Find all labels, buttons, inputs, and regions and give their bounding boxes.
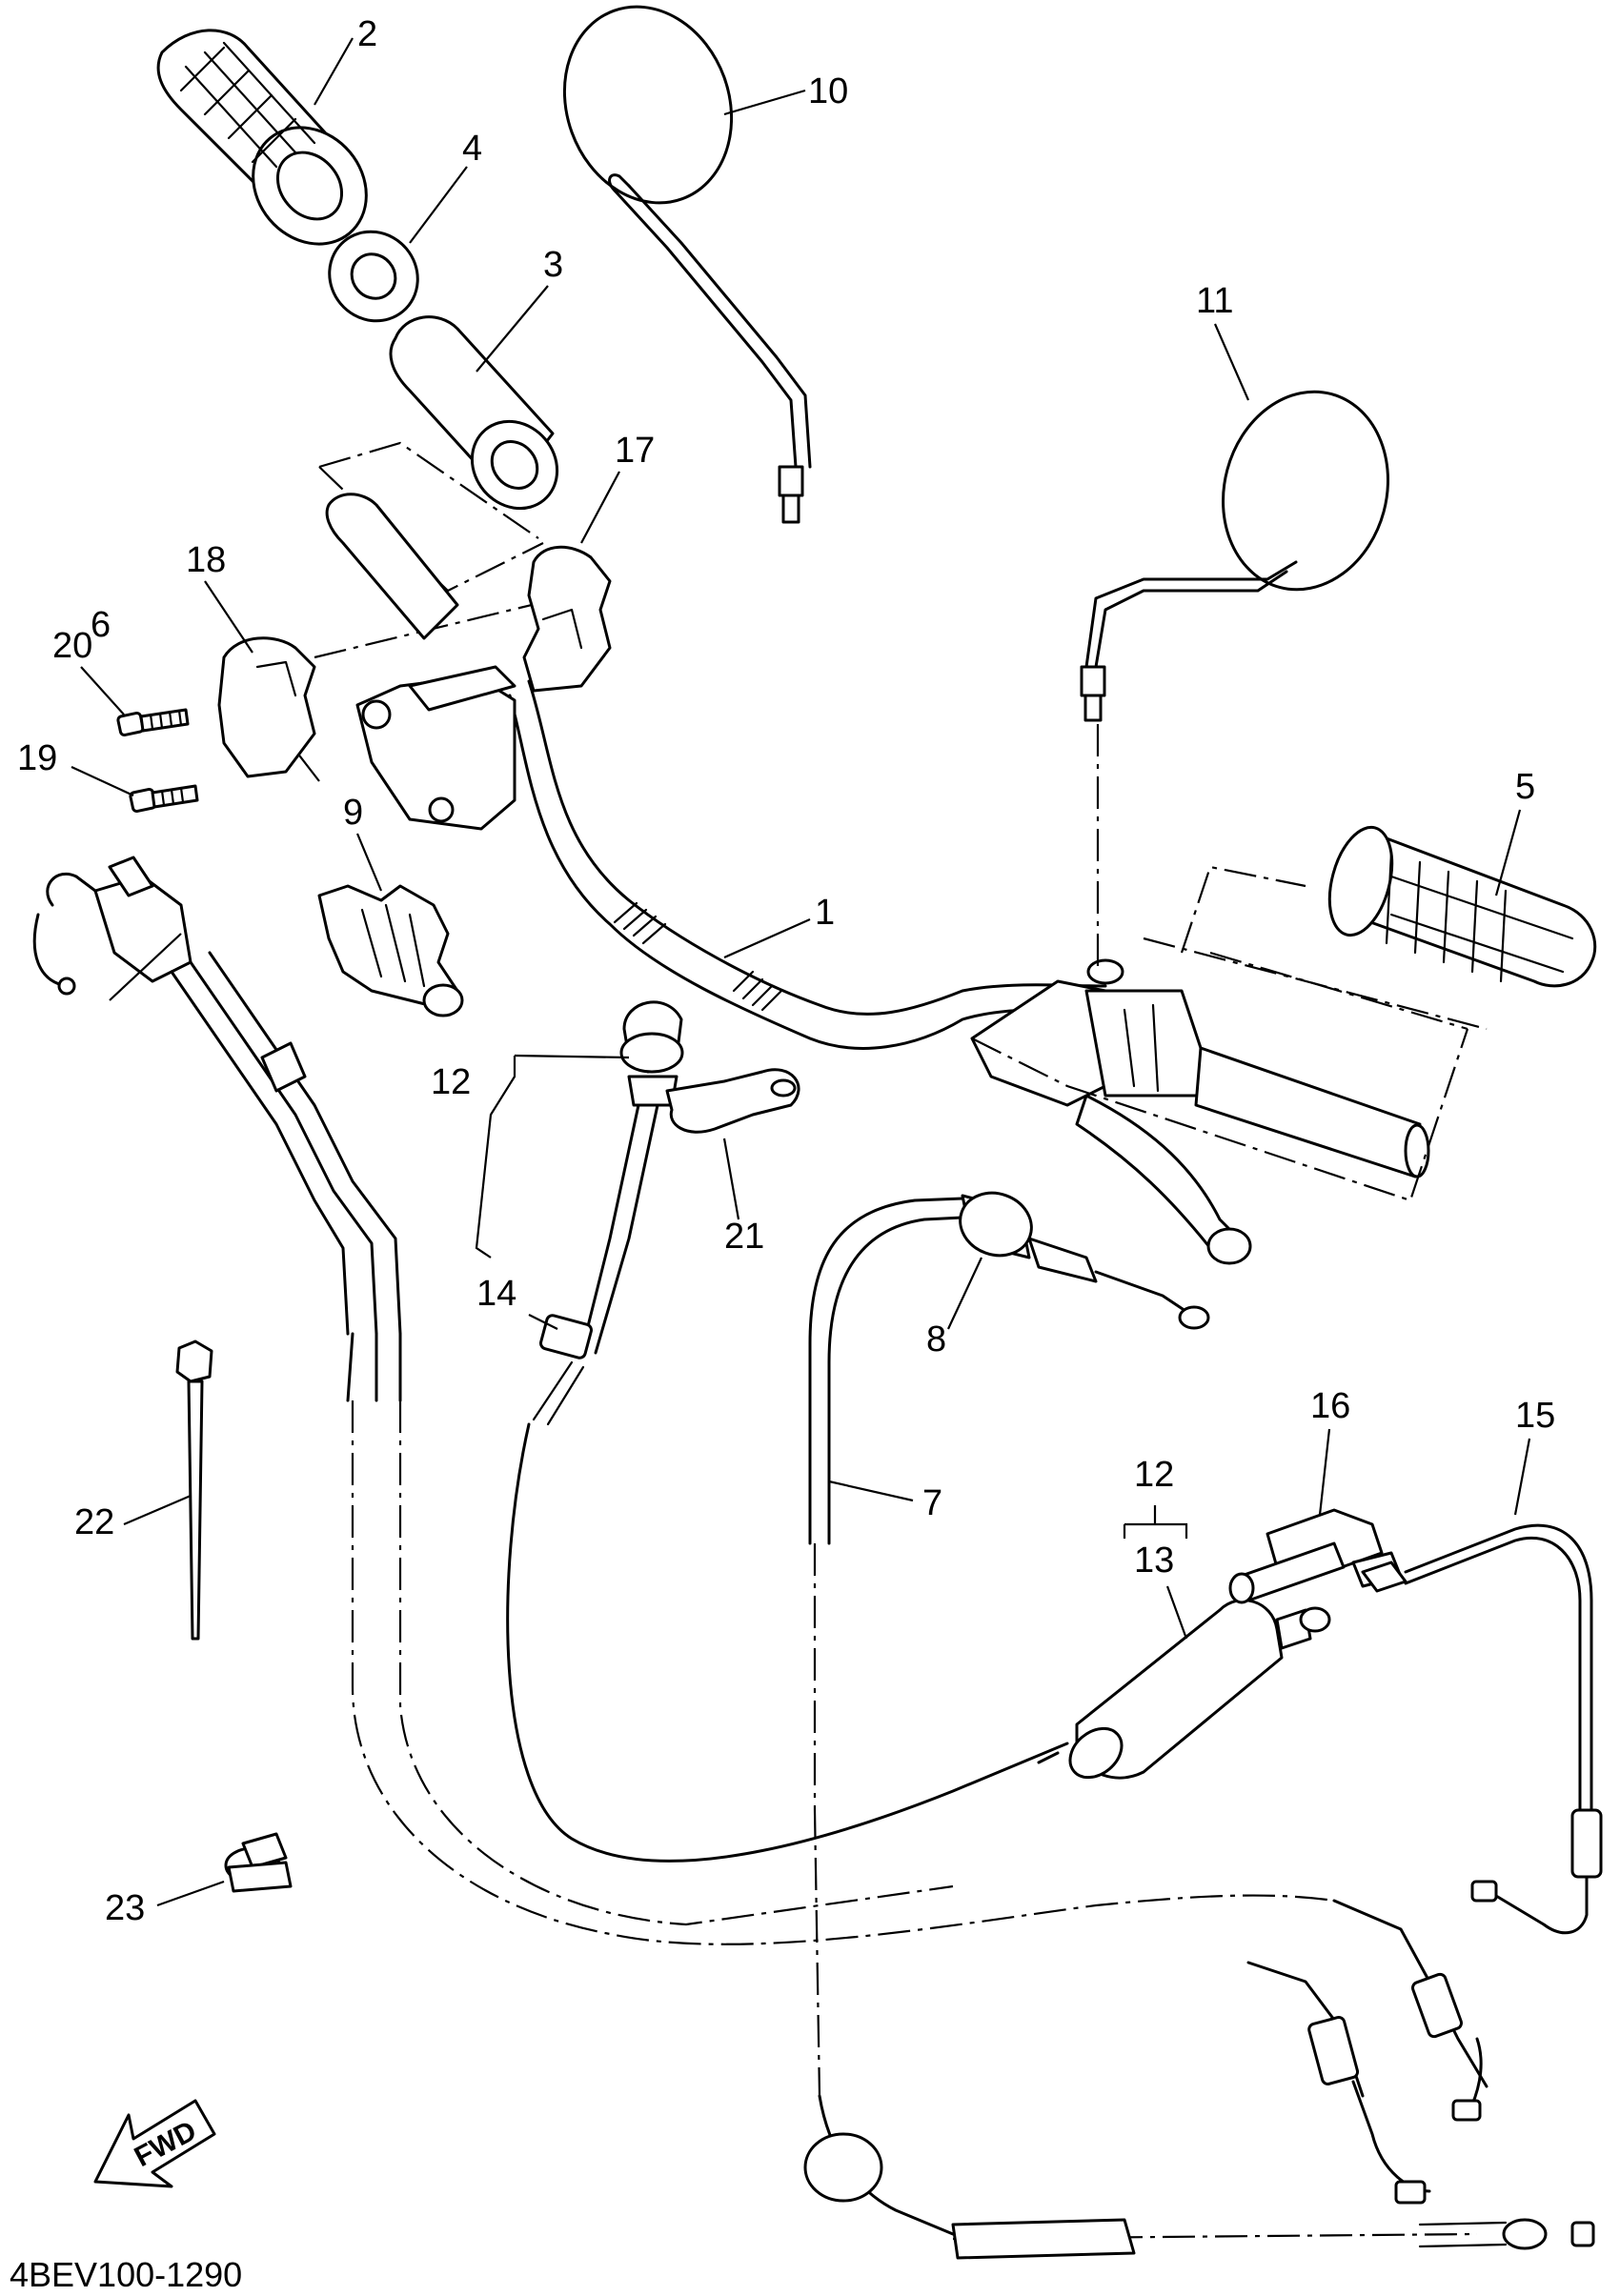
cable-tie bbox=[175, 1339, 213, 1641]
callout-19: 19 bbox=[17, 738, 57, 778]
throttle-cable-assembly bbox=[32, 856, 1488, 2205]
callout-1: 1 bbox=[815, 893, 835, 933]
mirror-left bbox=[562, 5, 812, 524]
throttle-housing-upper bbox=[522, 545, 612, 693]
grip-ring bbox=[328, 230, 419, 323]
callout-6: 6 bbox=[91, 605, 111, 645]
screw-lower bbox=[129, 784, 199, 814]
leader-1 bbox=[723, 917, 811, 959]
throttle-housing-lower bbox=[217, 636, 316, 778]
leader-23 bbox=[156, 1880, 225, 1907]
hose-clamp bbox=[224, 1832, 293, 1893]
leader-10 bbox=[723, 89, 806, 116]
leader-5 bbox=[1494, 809, 1522, 896]
callout-7: 7 bbox=[922, 1483, 942, 1523]
leader-15 bbox=[1513, 1438, 1531, 1516]
leader-19 bbox=[71, 766, 134, 796]
leader-18 bbox=[204, 580, 253, 654]
callout-9: 9 bbox=[343, 793, 363, 833]
leader-20 bbox=[80, 666, 125, 715]
leader-22 bbox=[123, 1494, 192, 1526]
right-grip bbox=[1180, 825, 1597, 1031]
leader-17 bbox=[580, 471, 620, 544]
callout-3: 3 bbox=[543, 245, 563, 285]
callout-13: 13 bbox=[1134, 1541, 1174, 1581]
leader-3 bbox=[476, 285, 549, 373]
callout-16: 16 bbox=[1310, 1386, 1350, 1426]
callout-12-left: 12 bbox=[431, 1062, 471, 1102]
callout-22: 22 bbox=[74, 1502, 114, 1542]
handlebar-left-end bbox=[325, 493, 459, 640]
clutch-cable-adjuster bbox=[959, 1191, 1210, 1330]
leader-14 bbox=[528, 1314, 558, 1330]
left-grip bbox=[156, 29, 368, 246]
callout-23: 23 bbox=[105, 1888, 145, 1928]
leader-11 bbox=[1213, 323, 1250, 401]
callout-11: 11 bbox=[1196, 281, 1233, 321]
callout-5: 5 bbox=[1515, 767, 1535, 807]
fwd-arrow-icon: FWD bbox=[93, 2099, 216, 2188]
choke-body bbox=[1037, 1599, 1331, 1780]
throttle-grip-tube bbox=[318, 315, 559, 593]
leader-16 bbox=[1318, 1428, 1331, 1516]
screw-upper bbox=[116, 708, 190, 737]
choke-cable-upper bbox=[506, 1000, 1069, 1863]
callout-2: 2 bbox=[357, 14, 377, 54]
leader-6 bbox=[109, 933, 182, 1001]
callout-20: 20 bbox=[52, 626, 92, 666]
leader-21 bbox=[722, 1138, 740, 1220]
callout-18: 18 bbox=[186, 540, 226, 580]
mirror-right bbox=[1080, 390, 1389, 972]
leader-12-left bbox=[514, 1054, 630, 1059]
cable-clip bbox=[665, 1068, 800, 1134]
callout-21: 21 bbox=[724, 1217, 764, 1257]
leader-13 bbox=[1165, 1585, 1188, 1640]
callout-8: 8 bbox=[926, 1319, 946, 1359]
leader-2 bbox=[314, 37, 354, 106]
part-code: 4BEV100-1290 bbox=[10, 2255, 242, 2294]
clutch-lever-holder bbox=[317, 884, 464, 1017]
bracket-right bbox=[1123, 1505, 1188, 1539]
callout-17: 17 bbox=[615, 431, 655, 471]
choke-wire bbox=[1361, 1523, 1603, 1935]
leader-7 bbox=[828, 1480, 914, 1502]
callout-15: 15 bbox=[1515, 1396, 1555, 1436]
callout-14: 14 bbox=[476, 1274, 516, 1314]
leader-4 bbox=[409, 166, 468, 244]
callout-12-right: 12 bbox=[1134, 1455, 1174, 1495]
leader-9 bbox=[355, 833, 383, 892]
callout-10: 10 bbox=[808, 71, 848, 111]
callout-4: 4 bbox=[462, 129, 482, 169]
clutch-cable bbox=[803, 1197, 1595, 2260]
bracket-left bbox=[475, 1056, 516, 1259]
leader-8 bbox=[947, 1257, 982, 1330]
